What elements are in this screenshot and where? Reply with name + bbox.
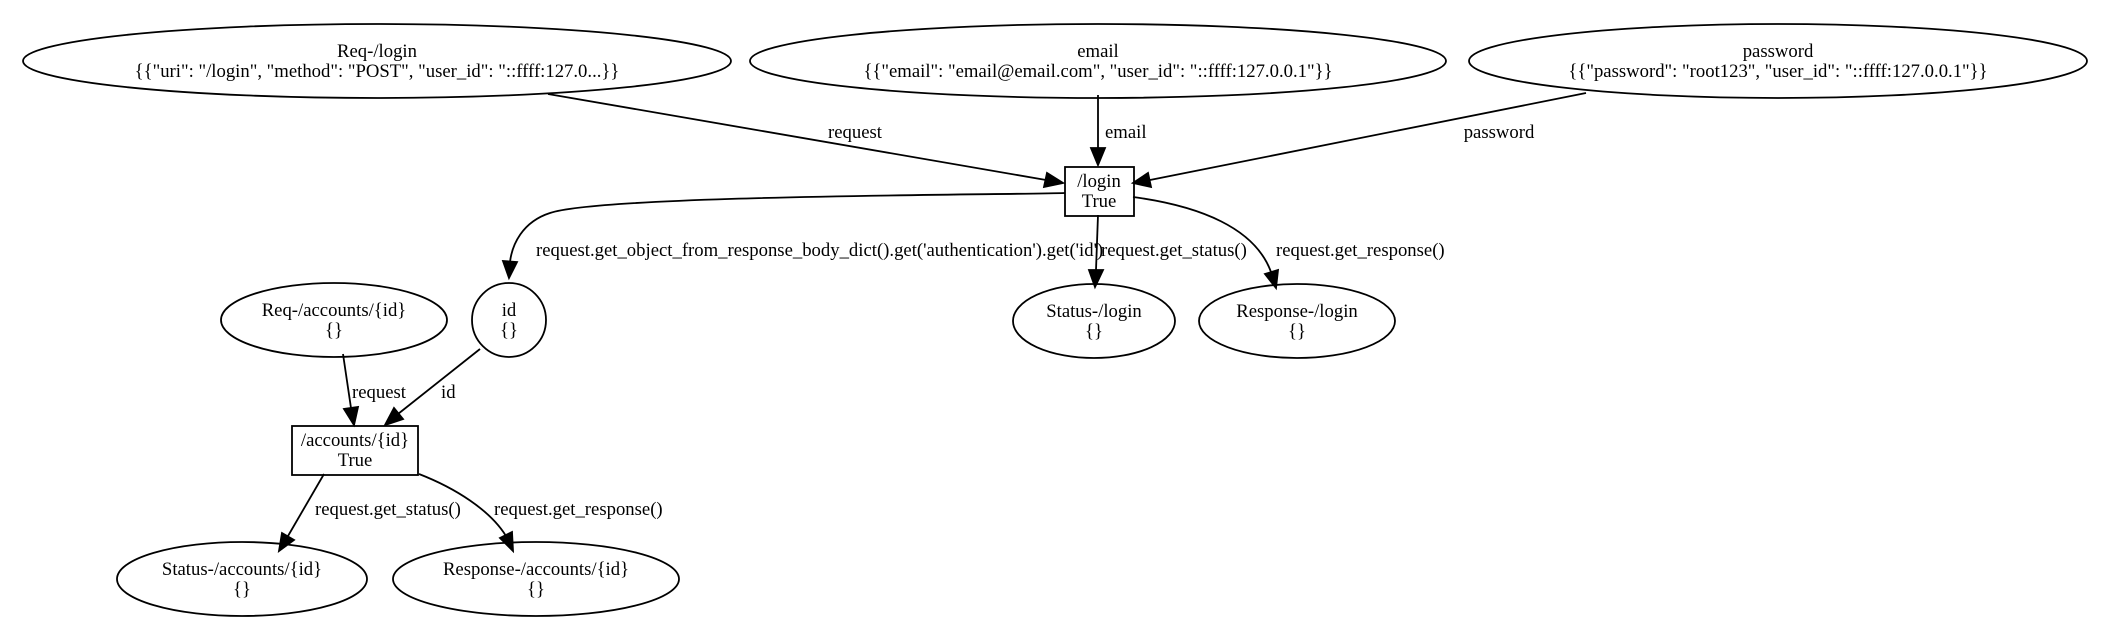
edge-label-email: email [1105,122,1147,143]
edge-label-get-response: request.get_response() [1276,240,1445,261]
svg-text:{{"uri": "/login", "method": ": {{"uri": "/login", "method": "POST", "us… [135,61,620,82]
svg-text:True: True [1082,191,1117,212]
edge-accounts-to-response-accounts: request.get_response() [418,473,663,554]
edge-id-to-accounts: id [383,348,481,427]
svg-text:{{"password": "root123", "user: {{"password": "root123", "user_id": "::f… [1568,61,1987,82]
svg-text:/accounts/{id}: /accounts/{id} [301,430,409,451]
node-req-login: Req-/login {{"uri": "/login", "method": … [22,23,732,99]
node-login: /login True [1064,166,1135,217]
svg-text:password: password [1743,41,1814,62]
svg-text:email: email [1077,41,1119,62]
svg-text:/login: /login [1077,171,1121,192]
node-password: password {{"password": "root123", "user_… [1468,23,2088,99]
edge-req-accounts-to-accounts: request [342,353,407,428]
svg-text:{}: {} [527,579,545,600]
svg-text:Req-/accounts/{id}: Req-/accounts/{id} [262,300,407,321]
svg-text:{}: {} [325,320,343,341]
svg-text:Response-/login: Response-/login [1236,301,1358,322]
edge-accounts-to-status-accounts: request.get_status() [277,473,461,554]
node-status-login: Status-/login {} [1012,283,1176,359]
svg-text:Req-/login: Req-/login [337,41,418,62]
edge-label-get-id: request.get_object_from_response_body_di… [536,240,1103,261]
svg-text:{}: {} [1085,321,1103,342]
edge-label-id: id [441,382,456,403]
svg-text:Status-/login: Status-/login [1046,301,1142,322]
edge-label-request: request [828,122,883,143]
edge-login-to-response-login: request.get_response() [1132,196,1445,291]
svg-text:{}: {} [500,320,518,341]
edge-label-get-status-accounts: request.get_status() [315,499,461,520]
svg-text:True: True [338,450,373,471]
node-email: email {{"email": "email@email.com", "use… [749,23,1447,99]
edge-req-login-to-login: request [547,93,1066,189]
edge-login-to-id: request.get_object_from_response_body_di… [501,192,1103,281]
edge-label-get-response-accounts: request.get_response() [494,499,663,520]
svg-text:{}: {} [233,579,251,600]
node-id: id {} [471,282,547,358]
svg-text:Status-/accounts/{id}: Status-/accounts/{id} [162,559,322,580]
node-response-accounts: Response-/accounts/{id} {} [392,541,680,617]
node-req-accounts: Req-/accounts/{id} {} [220,282,448,358]
node-status-accounts: Status-/accounts/{id} {} [116,541,368,617]
svg-text:{{"email": "email@email.com",: {{"email": "email@email.com", "user_id":… [863,61,1332,82]
edge-label-password: password [1464,122,1535,143]
svg-text:Response-/accounts/{id}: Response-/accounts/{id} [443,559,629,580]
edge-email-to-login: email [1089,95,1147,168]
node-response-login: Response-/login {} [1198,283,1396,359]
edge-password-to-login: password [1130,92,1587,189]
edge-login-to-status-login: request.get_status() [1087,214,1247,290]
edge-label-get-status: request.get_status() [1101,240,1247,261]
svg-text:{}: {} [1288,321,1306,342]
svg-text:id: id [502,300,517,321]
node-accounts: /accounts/{id} True [291,425,419,476]
edge-label-request-accounts: request [352,382,407,403]
